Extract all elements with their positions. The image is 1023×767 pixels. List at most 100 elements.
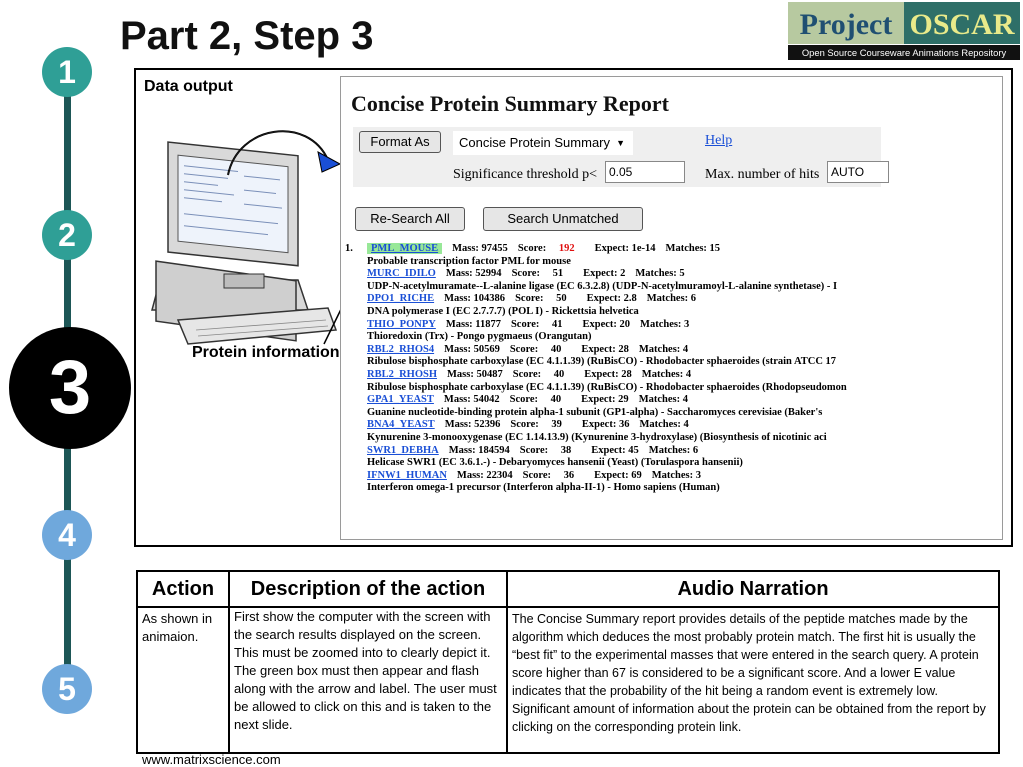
storyboard-table: Action As shown in animaion. Description… bbox=[136, 570, 1000, 754]
hit-score: Score: 36 bbox=[523, 470, 585, 481]
hit-description: DNA polymerase I (EC 2.7.7.7) (POL I) - … bbox=[367, 305, 639, 317]
protein-link[interactable]: RBL2_RHOSH bbox=[367, 368, 438, 380]
hit-score-value: 39 bbox=[551, 419, 562, 431]
audio-header: Audio Narration bbox=[508, 572, 998, 608]
step-1-badge[interactable]: 1 bbox=[42, 47, 92, 97]
max-hits-label: Max. number of hits bbox=[705, 167, 820, 182]
hit-expect: Expect: 28 bbox=[581, 343, 629, 355]
result-row: MURC_IDILO Mass: 52994 Score: 51 Expect: 2 M… bbox=[345, 268, 995, 281]
hit-score-label: Score: bbox=[512, 368, 542, 380]
hit-score-value: 50 bbox=[556, 293, 567, 305]
action-cell: As shown in animaion. bbox=[142, 611, 213, 644]
protein-information-label: Protein information bbox=[192, 344, 340, 361]
page-title: Part 2, Step 3 bbox=[120, 14, 374, 58]
hit-score-value: 40 bbox=[550, 343, 562, 355]
transfer-arrow bbox=[227, 130, 342, 176]
project-oscar-logo: Project OSCAR Open Source Courseware Ani… bbox=[788, 2, 1020, 60]
protein-link-pml-mouse[interactable]: PML_MOUSE bbox=[367, 243, 443, 254]
hit-score-label: Score: bbox=[510, 419, 539, 431]
hit-expect: Expect: 69 bbox=[594, 469, 642, 481]
step-4-badge[interactable]: 4 bbox=[42, 510, 92, 560]
audio-column: Audio Narration The Concise Summary repo… bbox=[508, 572, 998, 752]
hit-score: Score: 51 bbox=[512, 268, 574, 279]
hit-matches: Matches: 5 bbox=[635, 268, 685, 280]
computer-illustration bbox=[151, 141, 338, 345]
protein-link[interactable]: BNA4_YEAST bbox=[367, 419, 435, 431]
re-search-all-button[interactable]: Re-Search All bbox=[355, 207, 465, 231]
logo-text-oscar: OSCAR bbox=[909, 8, 1014, 41]
hit-score: Score: 40 bbox=[510, 394, 572, 405]
step-3-badge-active[interactable]: 3 bbox=[9, 327, 131, 449]
hit-score-value: 38 bbox=[560, 444, 572, 456]
step-2-badge[interactable]: 2 bbox=[42, 210, 92, 260]
format-select[interactable]: Concise Protein Summary ▼ bbox=[453, 131, 633, 155]
protein-link[interactable]: SWR1_DEBHA bbox=[367, 444, 439, 456]
hit-mass: Mass: 52994 bbox=[445, 268, 502, 280]
hit-number: 1. bbox=[345, 243, 353, 254]
significance-threshold-input[interactable]: 0.05 bbox=[605, 161, 685, 183]
help-link[interactable]: Help bbox=[705, 133, 733, 148]
hit-description: Thioredoxin (Trx) - Pongo pygmaeus (Oran… bbox=[367, 331, 592, 343]
hit-description: Interferon omega-1 precursor (Interferon… bbox=[367, 482, 720, 494]
protein-link[interactable]: THIO_PONPY bbox=[367, 318, 436, 330]
hit-expect: Expect: 20 bbox=[582, 318, 631, 330]
hit-matches: Matches: 6 bbox=[646, 293, 697, 305]
hit-score: Score: 41 bbox=[511, 319, 573, 330]
hit-score-value: 40 bbox=[550, 394, 562, 406]
protein-link[interactable]: DPO1_RICHE bbox=[367, 293, 435, 305]
format-as-button[interactable]: Format As bbox=[359, 131, 441, 153]
search-unmatched-button[interactable]: Search Unmatched bbox=[483, 207, 643, 231]
hit-matches: Matches: 4 bbox=[639, 419, 689, 431]
hit-matches: Matches: 4 bbox=[638, 394, 688, 406]
hit-description: Helicase SWR1 (EC 3.6.1.-) - Debaryomyce… bbox=[367, 457, 743, 469]
hit-score-label: Score: bbox=[519, 444, 549, 456]
hit-mass: Mass: 104386 bbox=[444, 293, 506, 305]
hit-score-value: 40 bbox=[553, 368, 565, 380]
significance-threshold-label: Significance threshold p< bbox=[453, 167, 597, 182]
hit-expect: Expect: 2 bbox=[583, 268, 626, 280]
hit-matches: Matches: 6 bbox=[648, 444, 699, 456]
hit-score-label: Score: bbox=[509, 394, 539, 406]
logo-subtitle: Open Source Courseware Animations Reposi… bbox=[802, 47, 1007, 58]
protein-link[interactable]: GPA1_YEAST bbox=[367, 394, 434, 406]
hit-score-value: 41 bbox=[551, 318, 563, 330]
hit-matches: Matches: 4 bbox=[638, 343, 689, 355]
format-select-value: Concise Protein Summary bbox=[459, 135, 610, 150]
audio-cell: The Concise Summary report provides deta… bbox=[512, 612, 986, 734]
result-row: RBL2_RHOS4 Mass: 50569 Score: 40 Expect: 28… bbox=[345, 344, 995, 357]
max-hits-input[interactable]: AUTO bbox=[827, 161, 889, 183]
hit-score: Score: 40 bbox=[510, 344, 572, 355]
hit-matches: Matches: 4 bbox=[641, 368, 692, 380]
hit-score-value: 192 bbox=[558, 243, 575, 254]
description-header: Description of the action bbox=[230, 572, 506, 608]
hit-score-label: Score: bbox=[511, 268, 540, 280]
description-cell: First show the computer with the screen … bbox=[234, 609, 497, 732]
action-column: Action As shown in animaion. bbox=[138, 572, 230, 752]
hit-expect: Expect: 1e-14 bbox=[594, 243, 656, 254]
hit-mass: Mass: 50569 bbox=[444, 343, 500, 355]
hit-expect: Expect: 28 bbox=[584, 368, 632, 380]
action-header: Action bbox=[138, 572, 228, 608]
hit-description: Guanine nucleotide-binding protein alpha… bbox=[367, 406, 823, 418]
hit-score-label: Score: bbox=[515, 293, 544, 305]
protein-link[interactable]: RBL2_RHOS4 bbox=[367, 343, 435, 355]
hit-score-value: 51 bbox=[552, 268, 564, 280]
protein-link[interactable]: MURC_IDILO bbox=[367, 268, 436, 280]
hit-description: Ribulose bisphosphate carboxylase (EC 4.… bbox=[367, 381, 847, 393]
protein-link[interactable]: IFNW1_HUMAN bbox=[367, 469, 447, 481]
hit-mass: Mass: 50487 bbox=[447, 368, 503, 380]
hit-score-label: Score: bbox=[509, 343, 539, 355]
step-5-badge[interactable]: 5 bbox=[42, 664, 92, 714]
hit-score: Score: 192 bbox=[518, 243, 585, 254]
hit-score-label: Score: bbox=[517, 243, 547, 254]
hit-matches: Matches: 3 bbox=[651, 469, 701, 481]
hit-score-label: Score: bbox=[510, 318, 540, 330]
footer-source: www.matrixscience.com bbox=[142, 752, 281, 767]
